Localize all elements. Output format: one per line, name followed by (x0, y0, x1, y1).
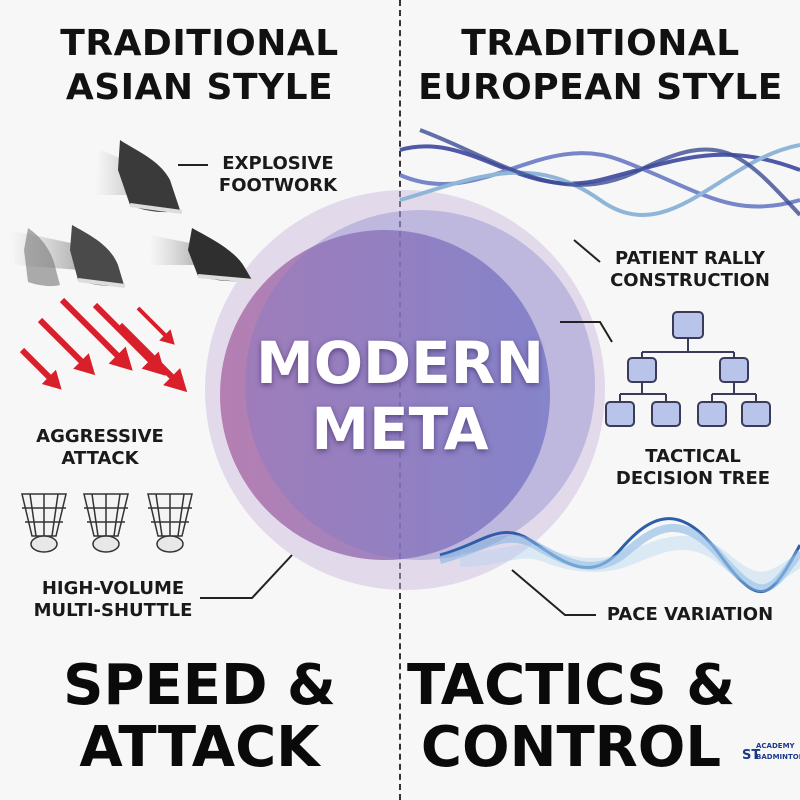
left-title-line1: TRADITIONAL (60, 23, 339, 64)
center-line1: MODERN (256, 329, 544, 397)
right-title-line2: EUROPEAN STYLE (418, 67, 783, 108)
tree-leader-line (560, 321, 613, 343)
right-column-title: TRADITIONAL EUROPEAN STYLE (401, 22, 800, 110)
shuttlecock-icon (21, 493, 193, 553)
decision-tree-icon (605, 311, 771, 427)
modern-meta-text: MODERN META (230, 330, 570, 462)
left-column-title: TRADITIONAL ASIAN STYLE (0, 22, 399, 110)
modern-meta-circle (205, 190, 605, 590)
pace-wave (439, 517, 800, 594)
speed-attack-heading: SPEED & ATTACK (63, 653, 336, 780)
tactics-control-heading: TACTICS & CONTROL (406, 653, 736, 780)
right-title-line1: TRADITIONAL (461, 23, 740, 64)
logo-academy-text: ACADEMY (756, 742, 795, 750)
decision-tree-label: TACTICAL DECISION TREE (615, 446, 771, 489)
pace-leader-line (511, 569, 596, 616)
left-title-line2: ASIAN STYLE (65, 67, 334, 108)
academy-logo: ACADEMY ST BADMINTON (736, 740, 800, 772)
sneaker-icon (10, 140, 255, 288)
pace-variation-label: PACE VARIATION (606, 604, 774, 625)
explosive-footwork-label: EXPLOSIVE FOOTWORK (218, 153, 338, 196)
shuttle-leader-line (200, 554, 293, 599)
rally-leader-line (573, 239, 601, 263)
logo-mark: ST (742, 748, 761, 763)
patient-rally-label: PATIENT RALLY CONSTRUCTION (610, 248, 770, 291)
logo-badminton-text: BADMINTON (756, 753, 800, 761)
multi-shuttle-label: HIGH-VOLUME MULTI-SHUTTLE (33, 578, 193, 621)
rally-waves (399, 128, 800, 217)
center-line2: META (311, 395, 489, 463)
aggressive-attack-label: AGGRESSIVE ATTACK (36, 426, 164, 469)
attack-arrows-icon (19, 297, 188, 393)
